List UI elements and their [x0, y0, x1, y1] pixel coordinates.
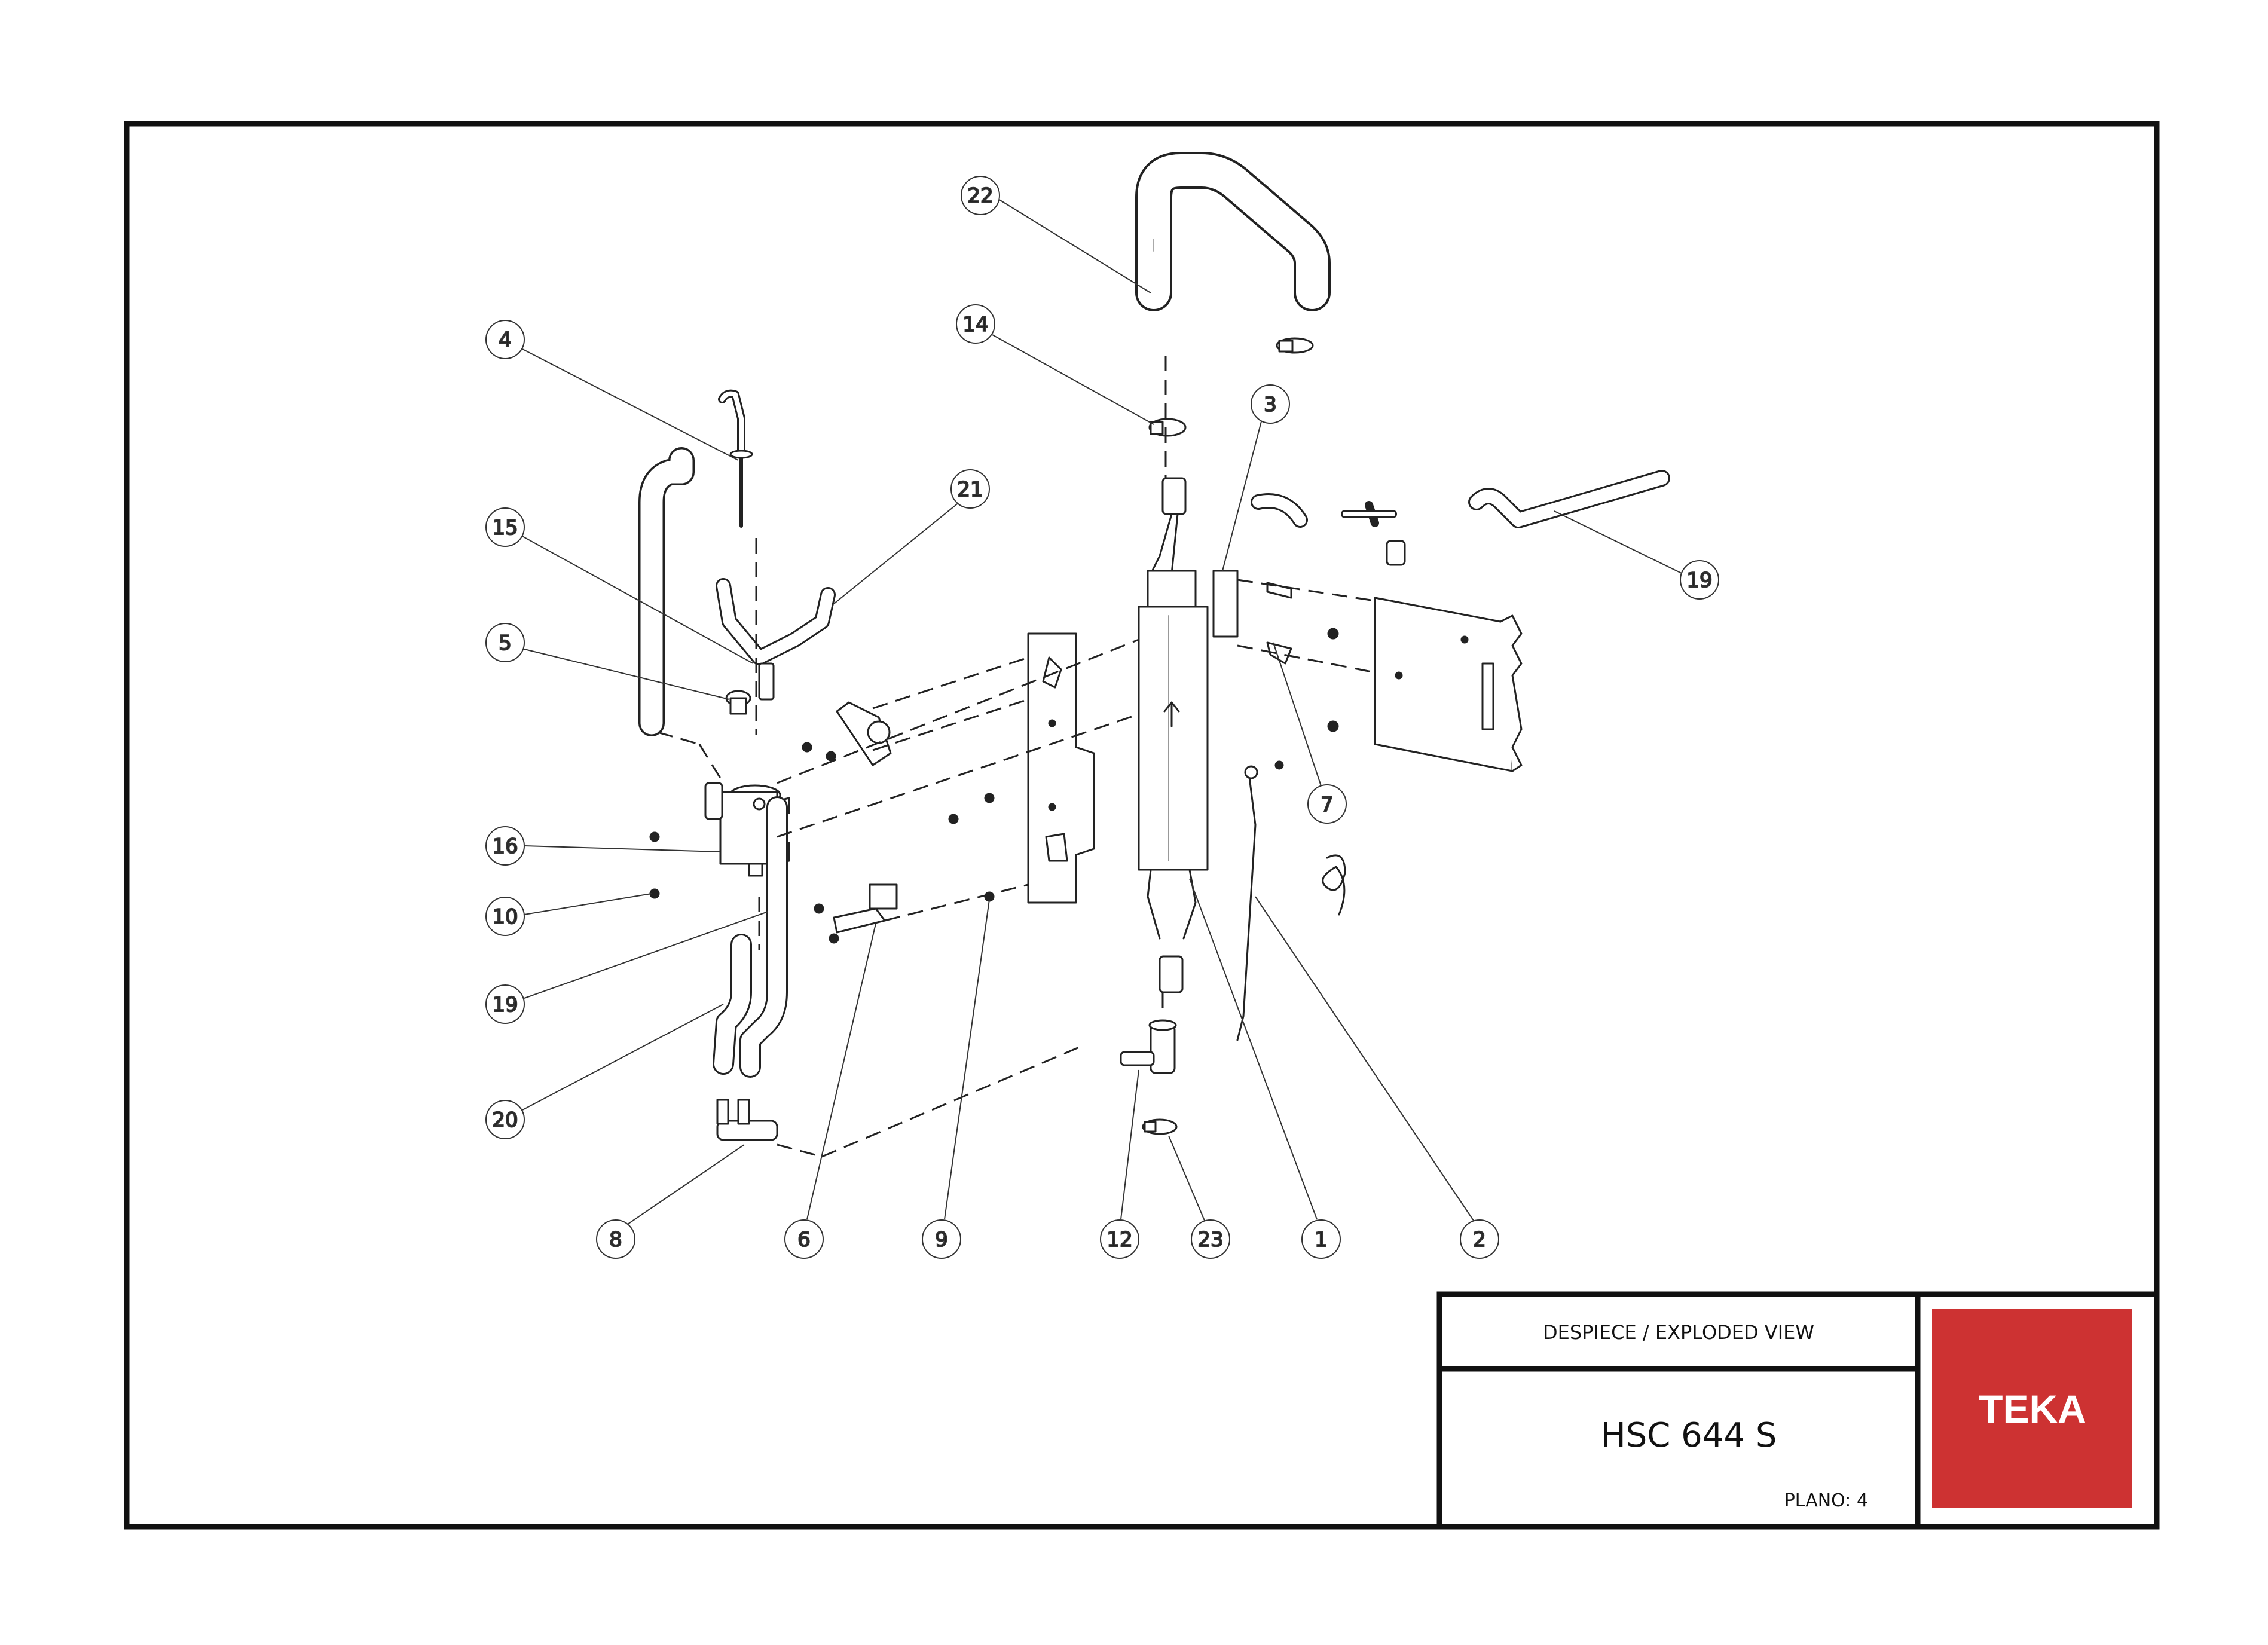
- heater-1-shape: [1138, 477, 1209, 993]
- probe-4-shape: [718, 389, 753, 528]
- callout-15: 15: [492, 516, 518, 540]
- elbow-12-shape: [1120, 1019, 1177, 1074]
- hose-21-shape: [716, 578, 836, 701]
- callout-20: 20: [492, 1108, 518, 1132]
- callout-7: 7: [1321, 793, 1334, 817]
- pipe-left-long-shape: [638, 447, 695, 736]
- wire-2-shape: [1236, 760, 1284, 1041]
- callout-16: 16: [492, 834, 518, 858]
- callout-12: 12: [1107, 1228, 1132, 1252]
- callout-2: 2: [1473, 1228, 1486, 1252]
- callout-1: 1: [1315, 1228, 1328, 1252]
- callout-23: 23: [1197, 1228, 1223, 1252]
- clip-upper-right-shape: [1276, 337, 1314, 354]
- t-connector-8-shape: [716, 1099, 778, 1141]
- bracket-shape: [1027, 632, 1095, 904]
- callout-8: 8: [609, 1228, 622, 1252]
- brand-name: TEKA: [1979, 1387, 2086, 1431]
- drawing-frame: [124, 121, 2160, 1530]
- model-name: HSC 644 S: [1601, 1416, 1777, 1455]
- hose-22-shape: [1135, 152, 1331, 311]
- callouts: 22 14 4 3 21 15 19 5 7 16: [485, 176, 1719, 1259]
- view-label: DESPIECE / EXPLODED VIEW: [1543, 1321, 1814, 1344]
- clip-14-shape: [1148, 418, 1187, 437]
- callout-4: 4: [499, 328, 512, 352]
- parts-artwork: [638, 152, 1670, 1141]
- callout-14: 14: [962, 313, 988, 337]
- hose-19-right-shape: [1468, 470, 1670, 528]
- assembly-lines: [657, 356, 1376, 1158]
- pipe-lower-shape: [739, 796, 788, 1078]
- callout-5: 5: [499, 631, 512, 655]
- control-board-shape: [1374, 597, 1523, 772]
- callout-21: 21: [957, 478, 983, 502]
- callout-22: 22: [967, 184, 993, 208]
- callout-3: 3: [1264, 393, 1277, 417]
- callout-19-left: 19: [492, 993, 518, 1017]
- callout-6: 6: [797, 1228, 811, 1252]
- screws-shape: [649, 628, 1339, 944]
- part-5-shape: [725, 690, 751, 715]
- callout-9: 9: [935, 1228, 948, 1252]
- pipe-20-shape: [713, 934, 752, 1075]
- cable-clip-shape: [1322, 854, 1346, 916]
- sheet-number: PLANO: 4: [1784, 1490, 1868, 1511]
- part-6-shape: [833, 701, 898, 934]
- plate-3-shape: [1212, 493, 1406, 665]
- callout-19-right: 19: [1686, 568, 1712, 592]
- callout-10: 10: [492, 905, 518, 929]
- clip-23-shape: [1142, 1118, 1178, 1135]
- brand-logo: [1932, 1309, 2132, 1508]
- title-block: DESPIECE / EXPLODED VIEW HSC 644 S PLANO…: [1436, 1291, 2160, 1530]
